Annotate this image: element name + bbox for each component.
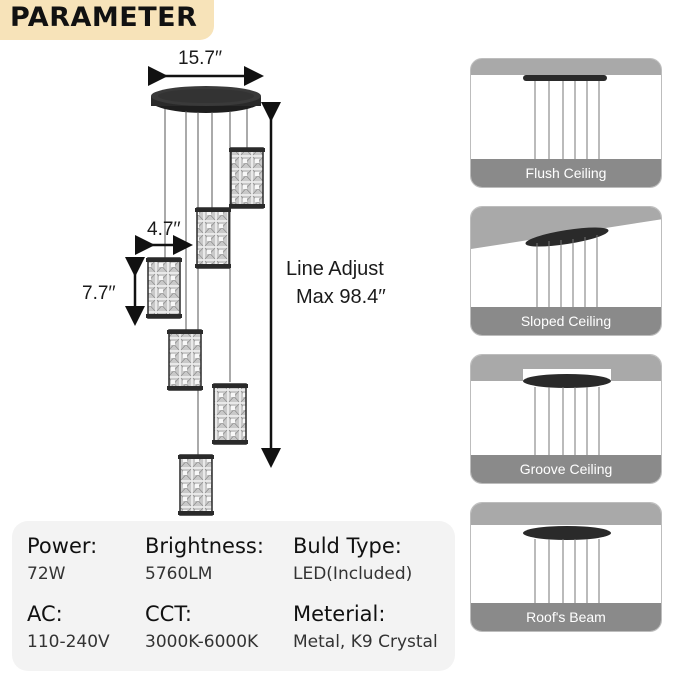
pendant-5 — [212, 383, 248, 445]
ceiling-beam — [471, 503, 661, 525]
canopy-width-label: 15.7′′ — [178, 48, 223, 69]
parameter-badge: PARAMETER — [0, 0, 214, 40]
spec-material: Meterial: Metal, K9 Crystal — [293, 602, 438, 652]
specs-panel — [12, 521, 455, 671]
spec-power: Power: 72W — [27, 534, 97, 584]
spec-label: Buld Type: — [293, 534, 402, 558]
install-label-sloped: Sloped Ceiling — [471, 307, 661, 335]
pendant-4 — [167, 329, 203, 391]
install-label-groove: Groove Ceiling — [471, 455, 661, 483]
install-panel-flush: Flush Ceiling — [470, 58, 662, 188]
spec-value: 110-240V — [27, 632, 110, 652]
canopy — [151, 86, 261, 113]
spec-value: 72W — [27, 564, 66, 584]
suspension-wires — [164, 109, 248, 455]
spec-brightness: Brightness: 5760LM — [145, 534, 264, 584]
shade-width-label: 4.7′′ — [147, 219, 181, 240]
install-label-beam: Roof's Beam — [471, 603, 661, 631]
line-adjust-label: Line Adjust — [286, 258, 384, 280]
ceiling-sloped — [471, 207, 661, 249]
pendant-2 — [195, 207, 231, 269]
spec-cct: CCT: 3000K-6000K — [145, 602, 258, 652]
install-panel-sloped: Sloped Ceiling — [470, 206, 662, 336]
spec-value: Metal, K9 Crystal — [293, 632, 438, 652]
spec-value: 5760LM — [145, 564, 213, 584]
spec-label: Power: — [27, 534, 98, 558]
spec-label: AC: — [27, 602, 63, 626]
pendant-6 — [178, 454, 214, 516]
spec-ac: AC: 110-240V — [27, 602, 110, 652]
ceiling-groove — [471, 355, 661, 381]
line-adjust-max-label: Max 98.4′′ — [296, 286, 386, 308]
spec-value: LED(Included) — [293, 564, 413, 584]
install-panel-beam: Roof's Beam — [470, 502, 662, 632]
install-label-flush: Flush Ceiling — [471, 159, 661, 187]
spec-label: Brightness: — [145, 534, 264, 558]
parameter-title: PARAMETER — [10, 2, 198, 33]
spec-label: CCT: — [145, 602, 192, 626]
pendant-1 — [229, 147, 265, 209]
shade-height-label: 7.7′′ — [82, 283, 116, 304]
spec-label: Meterial: — [293, 602, 386, 626]
install-panel-groove: Groove Ceiling — [470, 354, 662, 484]
spec-bulb-type: Buld Type: LED(Included) — [293, 534, 412, 584]
ceiling-flush — [471, 59, 661, 75]
spec-value: 3000K-6000K — [145, 632, 259, 652]
pendant-3 — [146, 257, 182, 319]
